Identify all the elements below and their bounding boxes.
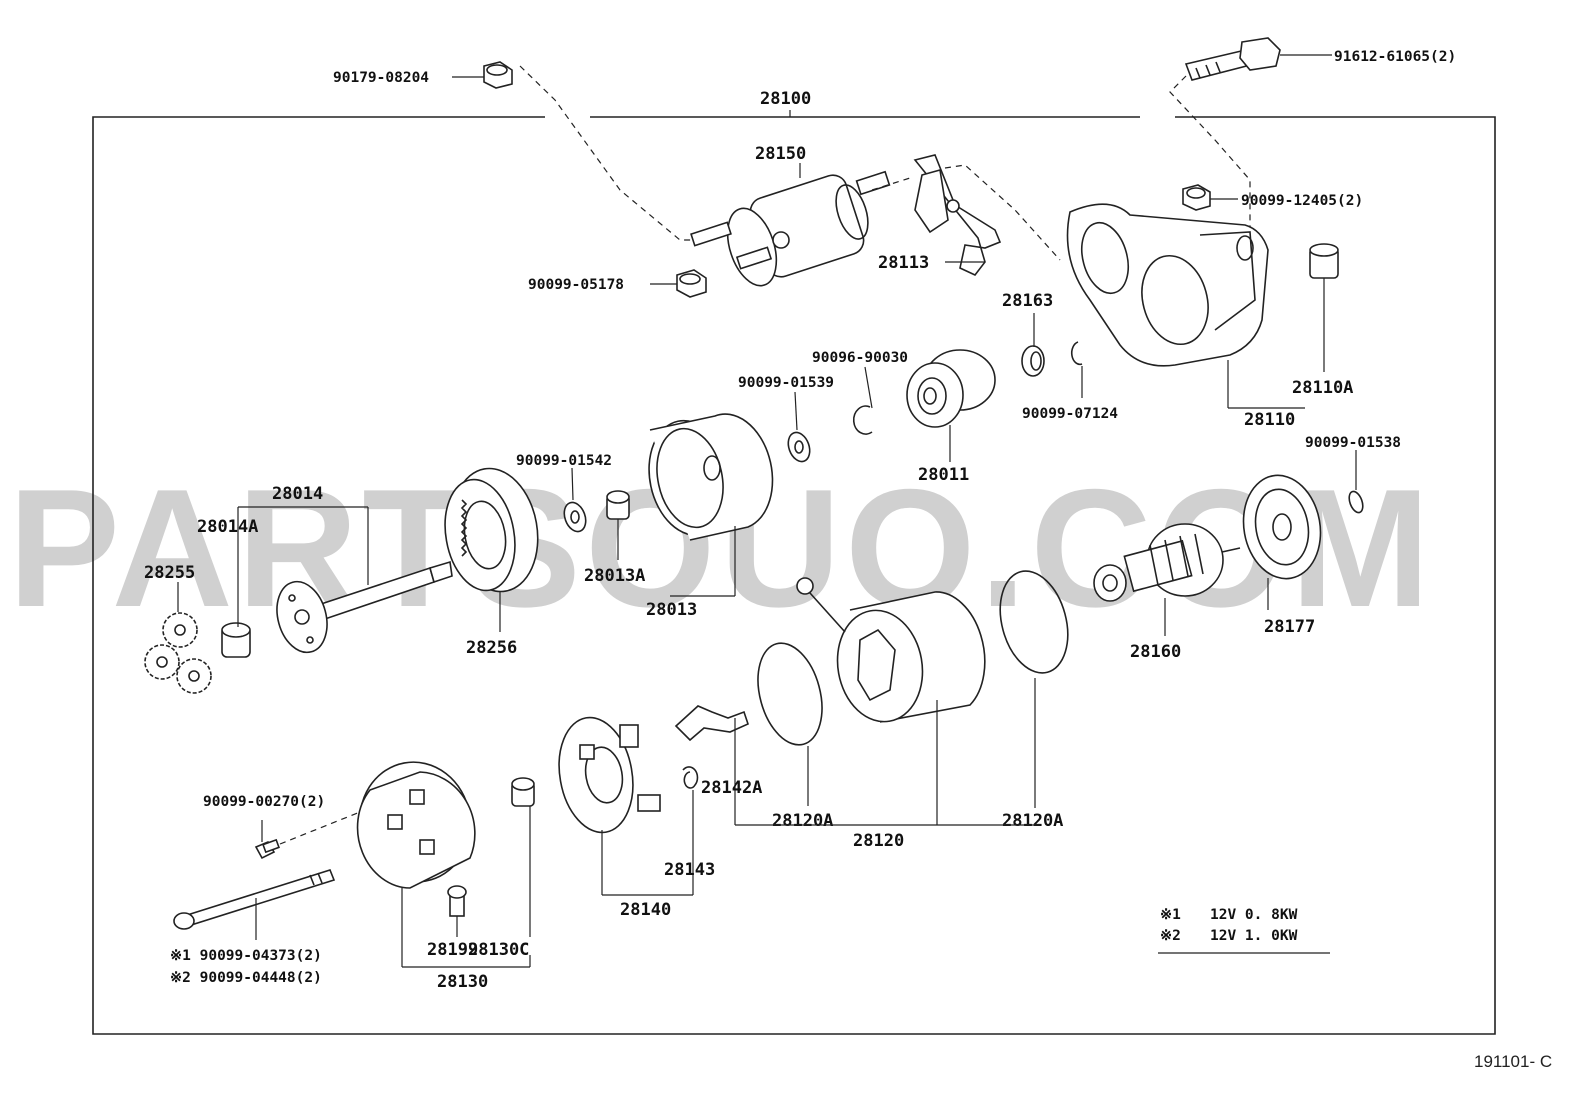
label-91612-61065[interactable]: 91612-61065(2) xyxy=(1334,49,1456,65)
housing-28110-shape xyxy=(1066,203,1305,409)
label-90099-01539[interactable]: 90099-01539 xyxy=(738,375,834,391)
assembly-label-28100: 28100 xyxy=(760,89,811,109)
clip-28142A-shape xyxy=(674,705,749,825)
screw-90099-00270-shape xyxy=(254,811,361,860)
label-28142A[interactable]: 28142A xyxy=(701,778,762,798)
spring-28143-shape xyxy=(682,766,699,882)
label-28160[interactable]: 28160 xyxy=(1130,642,1181,662)
plate-28177-shape xyxy=(1242,474,1322,610)
solenoid-28150-shape xyxy=(690,170,911,287)
label-28014A[interactable]: 28014A xyxy=(197,517,258,537)
label-28199[interactable]: 28199 xyxy=(427,940,478,960)
label-90099-01538[interactable]: 90099-01538 xyxy=(1305,435,1401,451)
ring-28120A-right-shape xyxy=(999,570,1069,808)
label-28150[interactable]: 28150 xyxy=(755,144,806,164)
nut-90099-12405-shape xyxy=(1182,184,1238,211)
label-28013A[interactable]: 28013A xyxy=(584,566,645,586)
internal-gear-28256-shape xyxy=(444,467,539,632)
snapring-90099-07124-shape xyxy=(1071,341,1083,398)
label-28120[interactable]: 28120 xyxy=(853,831,904,851)
label-90099-04448[interactable]: ※2 90099-04448(2) xyxy=(170,970,322,986)
ring-28163-shape xyxy=(1021,313,1045,377)
label-28110A[interactable]: 28110A xyxy=(1292,378,1353,398)
label-28113[interactable]: 28113 xyxy=(878,253,929,273)
bushing-28013A-shape xyxy=(606,490,630,560)
diagram-code: 191101- C xyxy=(1474,1052,1552,1071)
label-90099-01542[interactable]: 90099-01542 xyxy=(516,453,612,469)
washer-90099-01539-shape xyxy=(787,391,811,463)
label-28110[interactable]: 28110 xyxy=(1244,410,1295,430)
legend-row-1-text: 12V 0. 8KW xyxy=(1210,907,1298,923)
label-90179-08204[interactable]: 90179-08204 xyxy=(333,70,429,86)
end-frame-28130-shape xyxy=(356,761,531,968)
bushing-28110A-shape xyxy=(1309,243,1339,372)
label-90099-12405[interactable]: 90099-12405(2) xyxy=(1241,193,1363,209)
legend: ※1 12V 0. 8KW ※2 12V 1. 0KW xyxy=(1158,907,1330,954)
label-28130[interactable]: 28130 xyxy=(437,972,488,992)
through-bolt-shape xyxy=(173,869,336,940)
label-28014[interactable]: 28014 xyxy=(272,484,323,504)
label-90096-90030[interactable]: 90096-90030 xyxy=(812,350,908,366)
label-90099-00270[interactable]: 90099-00270(2) xyxy=(203,794,325,810)
label-28140[interactable]: 28140 xyxy=(620,900,671,920)
assembly-frame xyxy=(92,110,1496,1035)
bushing-28014A-shape xyxy=(221,507,251,658)
label-28120A-right[interactable]: 28120A xyxy=(1002,811,1063,831)
armature-28160-shape xyxy=(1093,523,1241,636)
label-28011[interactable]: 28011 xyxy=(918,465,969,485)
washer-90099-01542-shape xyxy=(563,467,587,533)
lever-28113-shape xyxy=(913,154,1061,276)
legend-row-2-mark: ※2 xyxy=(1160,928,1181,944)
label-28256[interactable]: 28256 xyxy=(466,638,517,658)
label-90099-04373[interactable]: ※1 90099-04373(2) xyxy=(170,948,322,964)
clutch-28011-shape xyxy=(906,349,996,462)
label-28013[interactable]: 28013 xyxy=(646,600,697,620)
nut-90099-05178-shape xyxy=(650,269,707,298)
label-28163[interactable]: 28163 xyxy=(1002,291,1053,311)
label-28177[interactable]: 28177 xyxy=(1264,617,1315,637)
ring-28120A-left-shape xyxy=(757,642,823,806)
cover-28013-shape xyxy=(648,413,774,597)
label-28255[interactable]: 28255 xyxy=(144,563,195,583)
legend-row-1-mark: ※1 xyxy=(1160,907,1181,923)
label-90099-07124[interactable]: 90099-07124 xyxy=(1022,406,1118,422)
washer-90099-01538-shape xyxy=(1348,450,1364,514)
label-28120A-left[interactable]: 28120A xyxy=(772,811,833,831)
bolt-91612-61065-shape xyxy=(1169,37,1332,230)
clip-90096-90030-shape xyxy=(852,366,873,435)
legend-row-2-text: 12V 1. 0KW xyxy=(1210,928,1298,944)
label-28130C[interactable]: 28130C xyxy=(468,940,529,960)
shaft-28014-shape xyxy=(238,506,453,654)
planetary-gears-28255-shape xyxy=(144,582,212,694)
bushing-28130C-shape xyxy=(511,777,535,937)
brush-holder-28140-shape xyxy=(558,716,694,896)
label-90099-05178[interactable]: 90099-05178 xyxy=(528,277,624,293)
yoke-28120-shape xyxy=(796,577,986,825)
bolt-28199-shape xyxy=(447,885,467,937)
label-28143[interactable]: 28143 xyxy=(664,860,715,880)
nut-90179-08204-shape xyxy=(452,61,700,241)
